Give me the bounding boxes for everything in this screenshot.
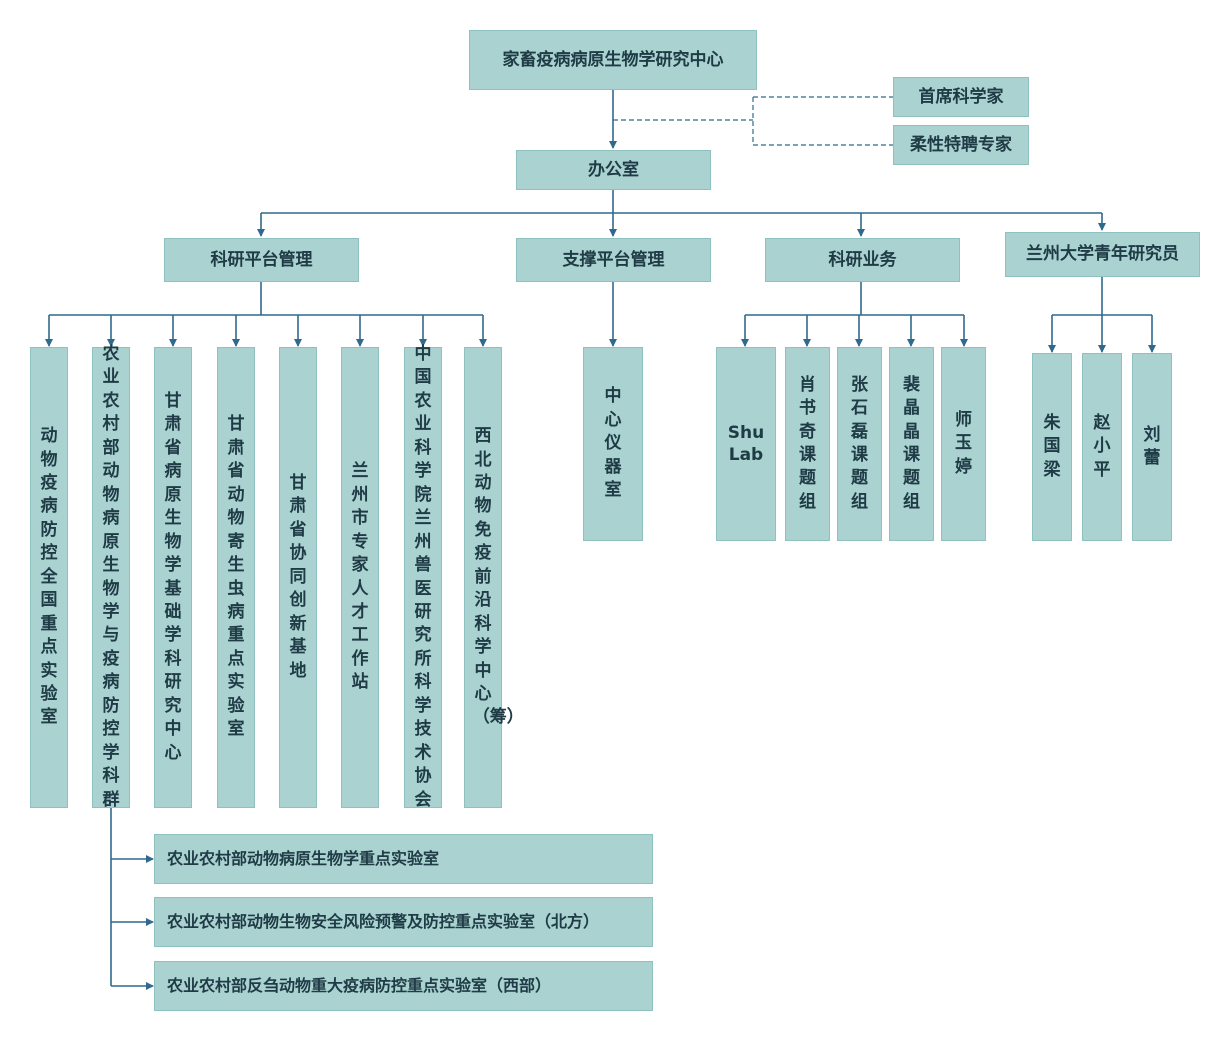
lzu-researcher-label: 赵小平 [1093, 412, 1111, 480]
support-platform-node: 支撑平台管理 [516, 238, 711, 282]
rp-item-node: 动物疫病防控全国重点实验室 [30, 347, 68, 808]
business-item-node: 张石磊课题组 [837, 347, 882, 541]
business-item-label: 师玉婷 [954, 409, 972, 477]
support-platform-label: 支撑平台管理 [562, 249, 665, 270]
business-item-node: 肖书奇课题组 [785, 347, 830, 541]
subgroup-item-node: 农业农村部反刍动物重大疫病防控重点实验室（西部） [154, 961, 653, 1011]
subgroup-item-label: 农业农村部动物病原生物学重点实验室 [167, 849, 440, 869]
root-label: 家畜疫病病原生物学研究中心 [502, 49, 724, 70]
rp-item-node: 甘肃省动物寄生虫病重点实验室 [217, 347, 255, 808]
subgroup-item-label: 农业农村部动物生物安全风险预警及防控重点实验室（北方） [167, 912, 600, 932]
rp-item-label: 兰州市专家人才工作站 [351, 461, 369, 693]
lzu-researcher-label: 刘蕾 [1143, 424, 1161, 468]
business-item-label: 肖书奇课题组 [798, 374, 816, 512]
rp-item-node: 西北动物免疫前沿科学中心（筹） [464, 347, 524, 808]
rp-item-label: 甘肃省动物寄生虫病重点实验室 [227, 414, 245, 740]
rp-item-label: 动物疫病防控全国重点实验室 [40, 426, 58, 728]
rp-item-label: 农业农村部动物病原生物学与疫病防控学科群 [102, 343, 120, 810]
rp-item-label: 中国农业科学院兰州兽医研究所科学技术协会 [414, 343, 432, 810]
business-item-node: 师玉婷 [941, 347, 986, 541]
rp-item-label: 甘肃省协同创新基地 [289, 472, 307, 681]
lzu-researcher-label: 朱国梁 [1043, 412, 1061, 480]
lzu-researcher-node: 朱国梁 [1032, 353, 1072, 541]
rp-item-label: 西北动物免疫前沿科学中心（筹） [472, 426, 524, 728]
rp-item-node: 兰州市专家人才工作站 [341, 347, 379, 808]
business-item-node: 裴晶晶课题组 [889, 347, 934, 541]
chief-scientist-node: 首席科学家 [893, 77, 1029, 117]
subgroup-item-label: 农业农村部反刍动物重大疫病防控重点实验室（西部） [167, 976, 552, 996]
business-item-node: Shu Lab [716, 347, 776, 541]
research-business-label: 科研业务 [828, 249, 897, 270]
subgroup-item-node: 农业农村部动物病原生物学重点实验室 [154, 834, 653, 884]
business-item-label: Shu Lab [727, 422, 765, 465]
research-platform-node: 科研平台管理 [164, 238, 359, 282]
rp-item-node: 中国农业科学院兰州兽医研究所科学技术协会 [404, 344, 442, 810]
lzu-researcher-node: 赵小平 [1082, 353, 1122, 541]
subgroup-item-node: 农业农村部动物生物安全风险预警及防控重点实验室（北方） [154, 897, 653, 947]
office-label: 办公室 [588, 159, 639, 180]
rp-item-node: 甘肃省病原生物学基础学科研究中心 [154, 347, 192, 808]
rp-item-node: 甘肃省协同创新基地 [279, 347, 317, 808]
lzu-researcher-node: 刘蕾 [1132, 353, 1172, 541]
business-item-label: 裴晶晶课题组 [902, 374, 920, 512]
business-item-label: 张石磊课题组 [850, 374, 868, 512]
research-business-node: 科研业务 [765, 238, 960, 282]
rp-item-node: 农业农村部动物病原生物学与疫病防控学科群 [92, 344, 130, 810]
root-node: 家畜疫病病原生物学研究中心 [469, 30, 757, 90]
support-item-label: 中心仪器室 [604, 386, 622, 501]
lzu-young-researchers-label: 兰州大学青年研究员 [1026, 244, 1179, 265]
support-item-node: 中心仪器室 [583, 347, 643, 541]
research-platform-label: 科研平台管理 [210, 249, 313, 270]
rp-item-label: 甘肃省病原生物学基础学科研究中心 [164, 390, 182, 763]
flexible-experts-node: 柔性特聘专家 [893, 125, 1029, 165]
lzu-young-researchers-node: 兰州大学青年研究员 [1005, 232, 1200, 277]
office-node: 办公室 [516, 150, 711, 190]
flexible-experts-label: 柔性特聘专家 [910, 134, 1012, 155]
chief-scientist-label: 首席科学家 [918, 86, 1004, 107]
